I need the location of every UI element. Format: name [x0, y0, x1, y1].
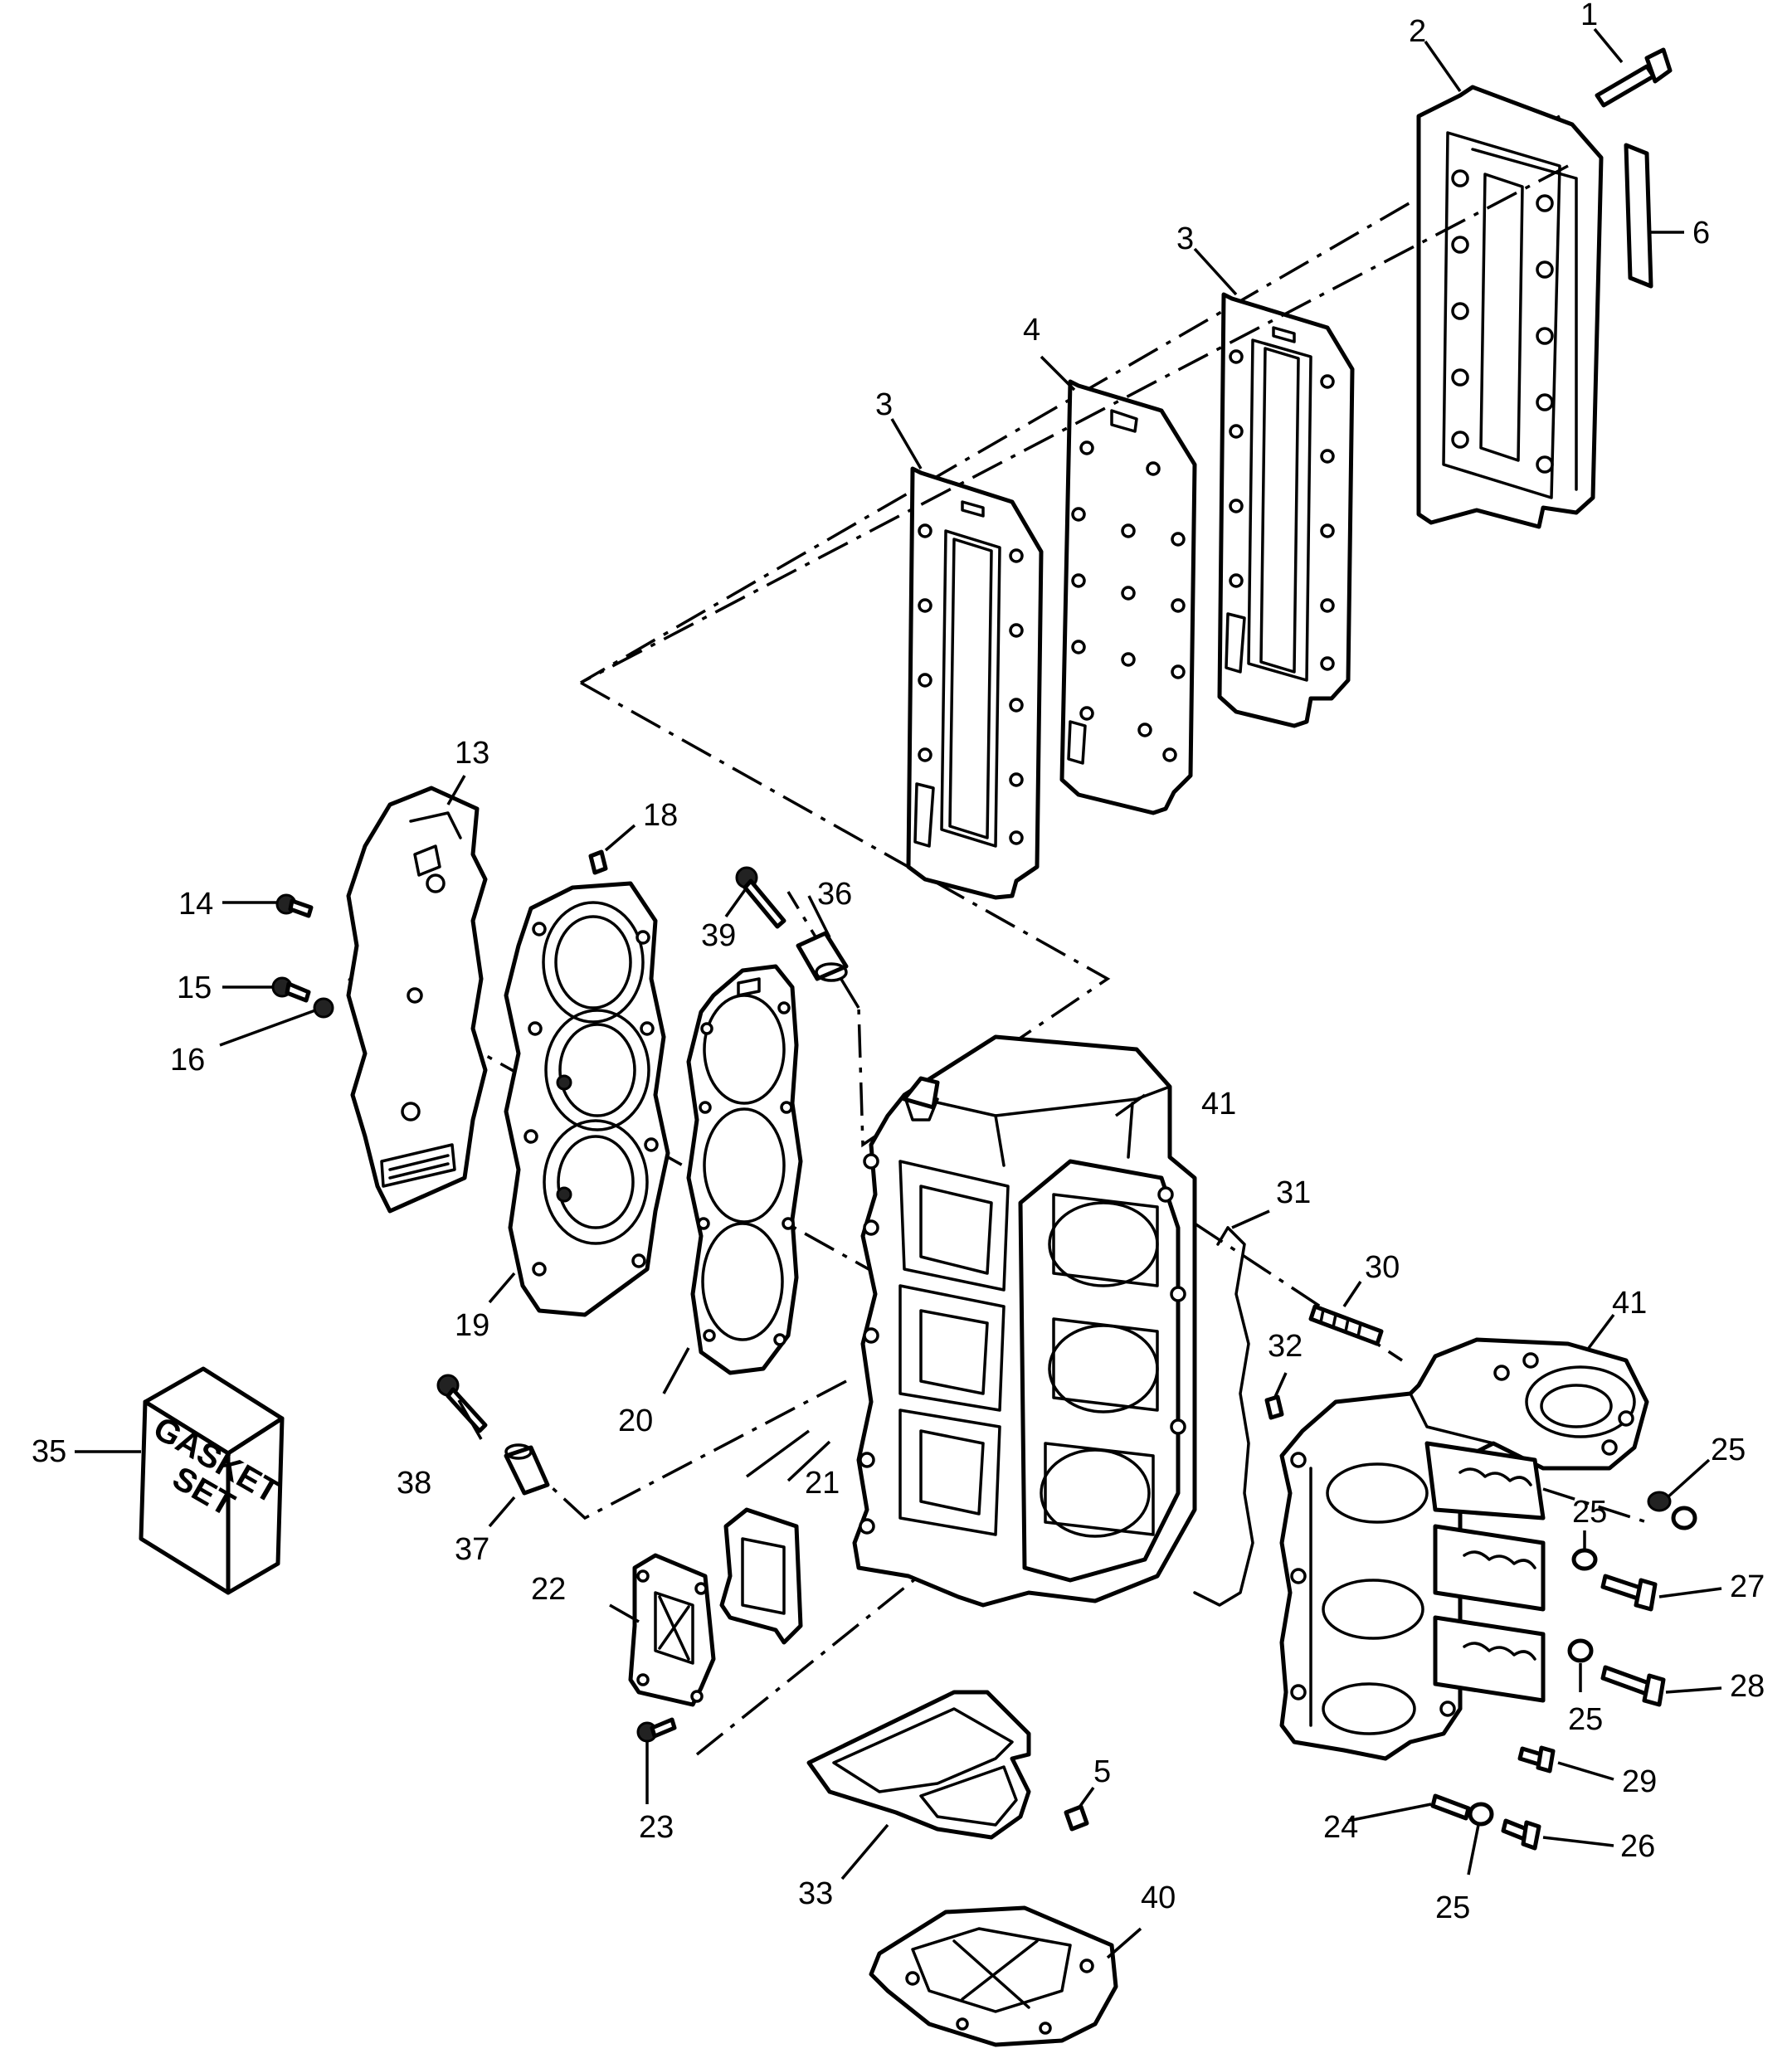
callout-3: 3	[1176, 221, 1194, 256]
bolt-14	[275, 893, 314, 918]
callout-25: 25	[1711, 1433, 1746, 1467]
callout-38: 38	[397, 1466, 431, 1501]
callout-30: 30	[1365, 1250, 1400, 1285]
callout-21: 21	[805, 1466, 840, 1501]
callout-18: 18	[643, 798, 678, 833]
callout-36: 36	[817, 877, 852, 912]
bolt-1	[1595, 47, 1673, 108]
part-40	[869, 1905, 1118, 2047]
callout-27: 27	[1730, 1569, 1765, 1604]
bolt-15	[271, 976, 311, 1003]
callout-25: 25	[1572, 1495, 1607, 1530]
cylinder-head-19	[504, 881, 670, 1317]
head-cover-13	[346, 786, 488, 1214]
divider-plate-4	[1059, 379, 1197, 815]
crankcase-cover-41	[1279, 1337, 1649, 1761]
exhaust-cover-2	[1416, 85, 1604, 529]
alignment-line-plates	[580, 164, 1569, 684]
bolt-27	[1600, 1574, 1658, 1612]
bolt-38	[436, 1374, 488, 1433]
washer-25-mid	[1571, 1548, 1598, 1571]
washer-25-low	[1567, 1638, 1594, 1663]
sleeve-36	[796, 931, 849, 982]
bolt-28	[1600, 1665, 1666, 1707]
callout-labels: 1 2 3 3 4 5 6 13 14 15 16 18 19 20 21 22…	[32, 0, 1765, 1925]
callout-33: 33	[798, 1876, 833, 1911]
decal-6	[1624, 143, 1653, 289]
callout-4: 4	[1023, 313, 1040, 348]
cover-22	[628, 1553, 716, 1707]
callout-19: 19	[455, 1308, 489, 1343]
callout-32: 32	[1268, 1329, 1303, 1364]
callout-41: 41	[1201, 1087, 1236, 1122]
callout-25: 25	[1568, 1702, 1603, 1737]
gasket-set-box-35: GASKET SET	[139, 1366, 285, 1595]
callout-40: 40	[1141, 1881, 1176, 1915]
callout-39: 39	[701, 918, 736, 953]
callout-37: 37	[455, 1532, 489, 1567]
stud-24	[1430, 1793, 1471, 1821]
seal-31	[1193, 1226, 1254, 1607]
washer-25-bottom	[1468, 1802, 1494, 1827]
callout-31: 31	[1276, 1175, 1311, 1210]
washer-25-top	[1647, 1491, 1697, 1530]
callout-25: 25	[1435, 1890, 1470, 1925]
bolt-29	[1517, 1745, 1556, 1773]
callout-41: 41	[1612, 1286, 1647, 1321]
leader-lines	[75, 27, 1722, 1959]
callout-14: 14	[178, 887, 213, 922]
callout-26: 26	[1620, 1829, 1655, 1864]
stud-30	[1308, 1304, 1384, 1346]
cylinder-block-41	[852, 1034, 1197, 1608]
screw-23	[636, 1717, 677, 1743]
callout-22: 22	[531, 1572, 566, 1607]
head-gasket-20	[686, 964, 803, 1375]
callout-20: 20	[618, 1404, 653, 1438]
callout-6: 6	[1692, 216, 1710, 251]
callout-1: 1	[1580, 0, 1598, 32]
callout-24: 24	[1323, 1810, 1358, 1845]
callout-5: 5	[1093, 1754, 1111, 1789]
bolt-39	[735, 866, 786, 929]
dowel-32	[1264, 1394, 1284, 1420]
callout-16: 16	[170, 1043, 205, 1078]
washer-16	[313, 997, 334, 1019]
callout-28: 28	[1730, 1669, 1765, 1704]
sleeve-37	[504, 1443, 550, 1496]
plug-5	[1064, 1804, 1089, 1832]
callout-3: 3	[875, 387, 893, 422]
gasket-plate-3-front	[906, 466, 1044, 900]
plug-18	[588, 849, 608, 875]
callout-29: 29	[1622, 1764, 1657, 1799]
callout-13: 13	[455, 736, 489, 771]
bolt-26	[1501, 1818, 1541, 1851]
callout-35: 35	[32, 1434, 66, 1469]
callout-15: 15	[177, 971, 212, 1005]
callout-2: 2	[1409, 14, 1426, 49]
gasket-33	[806, 1690, 1031, 1840]
gasket-21	[719, 1507, 803, 1645]
callout-23: 23	[639, 1810, 674, 1845]
gasket-plate-3-rear	[1217, 292, 1355, 728]
